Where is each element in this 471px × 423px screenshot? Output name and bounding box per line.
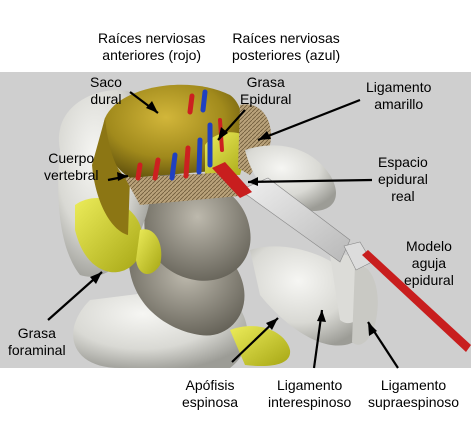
label-saco-dural: Saco dural [90,74,122,108]
label-line: foraminal [8,342,66,359]
label-line: epidural [378,171,428,188]
label-line: supraespinoso [368,394,459,411]
label-line: Grasa [8,325,66,342]
label-cuerpo-vertebral: Cuerpo vertebral [44,150,98,184]
label-raices-anteriores: Raíces nerviosas anteriores (rojo) [98,30,205,64]
label-line: Espacio [378,154,428,171]
label-line: Grasa [240,74,291,91]
label-line: Epidural [240,91,291,108]
label-line: Ligamento [366,79,431,96]
label-line: Cuerpo [44,150,98,167]
label-line: real [378,188,428,205]
label-espacio-epidural: Espacio epidural real [378,154,428,205]
label-line: interespinoso [268,394,351,411]
label-line: epidural [404,272,454,289]
label-line: aguja [404,255,454,272]
label-line: Modelo [404,238,454,255]
label-line: Apófisis [182,377,238,394]
label-ligamento-interespinoso: Ligamento interespinoso [268,377,351,411]
label-grasa-epidural: Grasa Epidural [240,74,291,108]
label-grasa-foraminal: Grasa foraminal [8,325,66,359]
label-line: posteriores (azul) [232,47,340,64]
label-raices-posteriores: Raíces nerviosas posteriores (azul) [232,30,340,64]
label-modelo-aguja: Modelo aguja epidural [404,238,454,289]
label-line: Ligamento [268,377,351,394]
label-ligamento-amarillo: Ligamento amarillo [366,79,431,113]
label-line: Saco [90,74,122,91]
label-line: Raíces nerviosas [98,30,205,47]
label-line: anteriores (rojo) [98,47,205,64]
label-line: amarillo [366,96,431,113]
label-line: Ligamento [368,377,459,394]
label-ligamento-supraespinoso: Ligamento supraespinoso [368,377,459,411]
label-line: espinosa [182,394,238,411]
label-line: Raíces nerviosas [232,30,340,47]
label-line: vertebral [44,167,98,184]
label-apofisis-espinosa: Apófisis espinosa [182,377,238,411]
label-line: dural [90,91,122,108]
